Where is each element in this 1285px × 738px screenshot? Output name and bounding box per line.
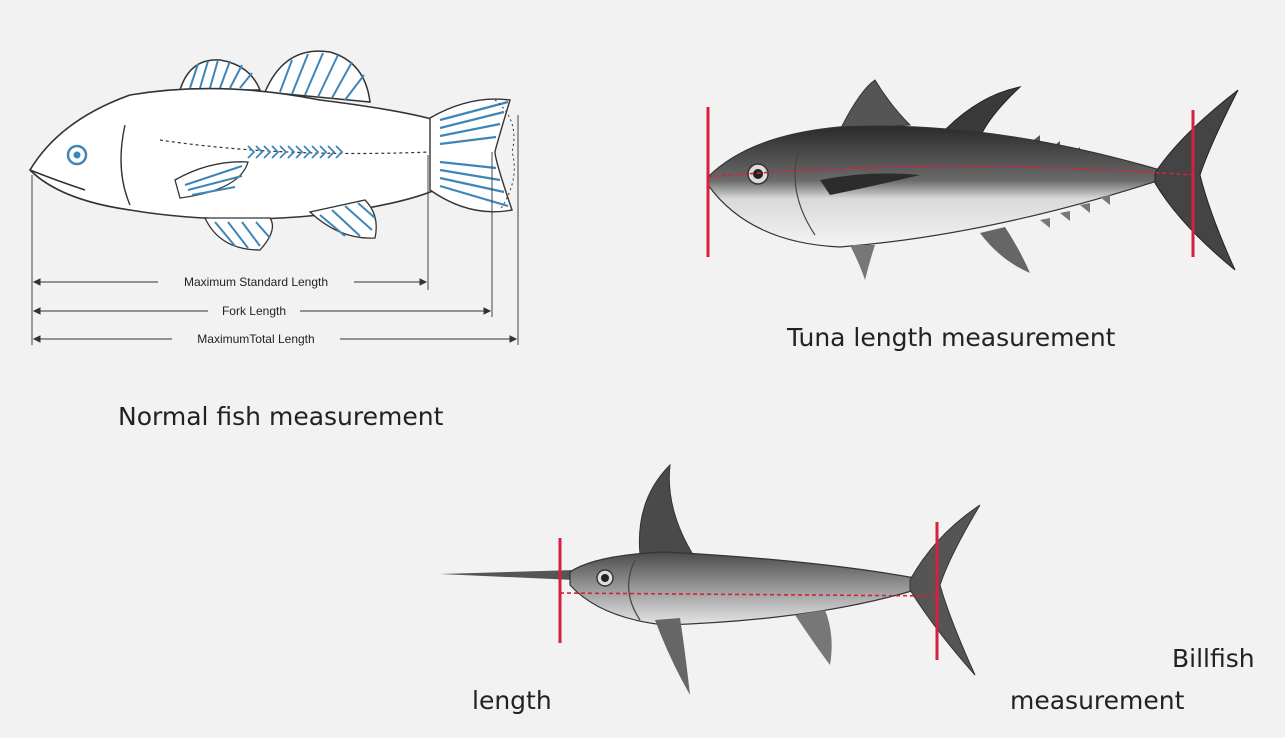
fork-length-label: Fork Length: [222, 304, 286, 318]
billfish-diagram: [435, 460, 995, 705]
normal-fish-caption: Normal fish measurement: [118, 402, 443, 431]
normal-fish-illustration: Maximum Standard Length Fork Length Maxi…: [20, 40, 530, 360]
standard-length-label: Maximum Standard Length: [184, 275, 328, 289]
tuna-illustration: [690, 75, 1250, 285]
billfish-caption-billfish: Billfish: [1172, 644, 1255, 673]
billfish-illustration: [435, 460, 995, 705]
total-length-label: MaximumTotal Length: [197, 332, 314, 346]
billfish-caption-measurement: measurement: [1010, 686, 1184, 715]
tuna-caption: Tuna length measurement: [787, 323, 1115, 352]
normal-fish-diagram: Maximum Standard Length Fork Length Maxi…: [20, 40, 530, 360]
tuna-diagram: [690, 75, 1250, 285]
billfish-caption-length: length: [472, 686, 552, 715]
